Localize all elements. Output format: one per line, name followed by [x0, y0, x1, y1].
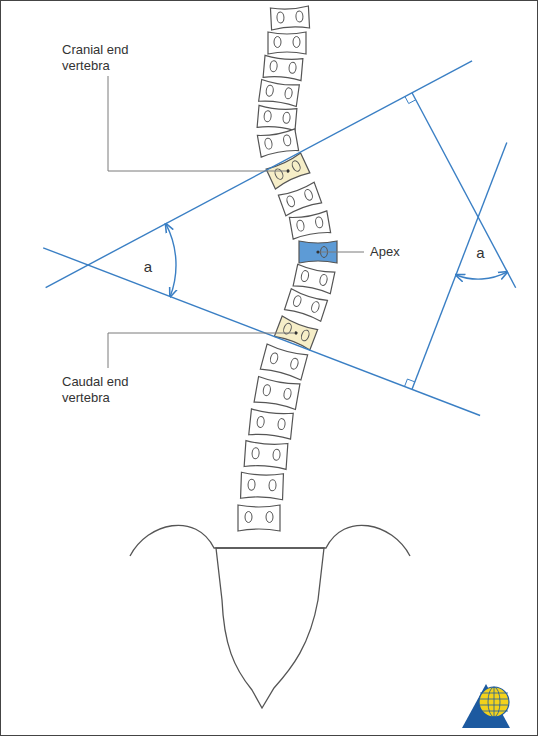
vertebra	[259, 79, 300, 106]
vertebra	[241, 472, 284, 499]
vertebra	[238, 505, 280, 531]
vertebra	[278, 182, 321, 216]
vertebra	[254, 377, 300, 410]
vertebra	[249, 409, 293, 439]
spine	[238, 6, 337, 531]
vertebra	[268, 32, 306, 54]
vertebra	[293, 264, 335, 293]
vertebra	[257, 105, 297, 130]
vertebra	[289, 211, 330, 239]
vertebra	[260, 344, 307, 380]
vertebra	[285, 289, 328, 322]
part-label: Apex	[370, 244, 400, 260]
cobb-lines	[43, 61, 515, 416]
vertebra	[257, 129, 298, 157]
leader-lines	[108, 76, 364, 368]
vertebra	[263, 55, 303, 80]
vertebra	[270, 6, 309, 30]
part-label: Cranial end vertebra	[62, 42, 162, 74]
angle-label: a	[473, 245, 487, 261]
part-label: Caudal end vertebra	[62, 374, 162, 406]
pelvis	[130, 525, 410, 708]
angle-label: a	[141, 259, 155, 275]
logo	[462, 684, 510, 728]
vertebra	[244, 441, 288, 470]
